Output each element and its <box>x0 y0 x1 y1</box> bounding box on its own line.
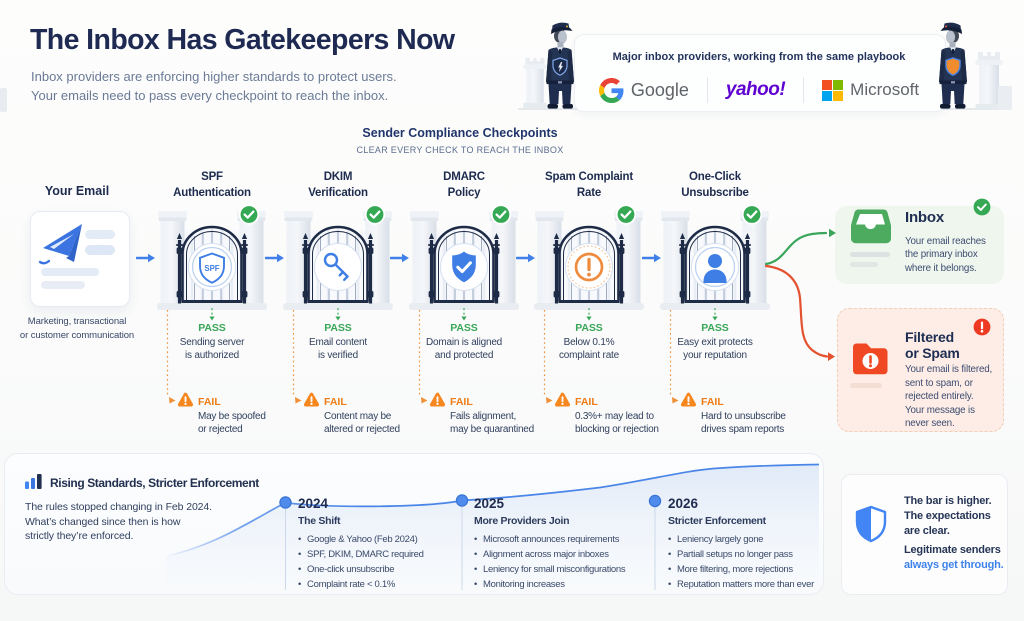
svg-text:SPF: SPF <box>204 264 219 273</box>
